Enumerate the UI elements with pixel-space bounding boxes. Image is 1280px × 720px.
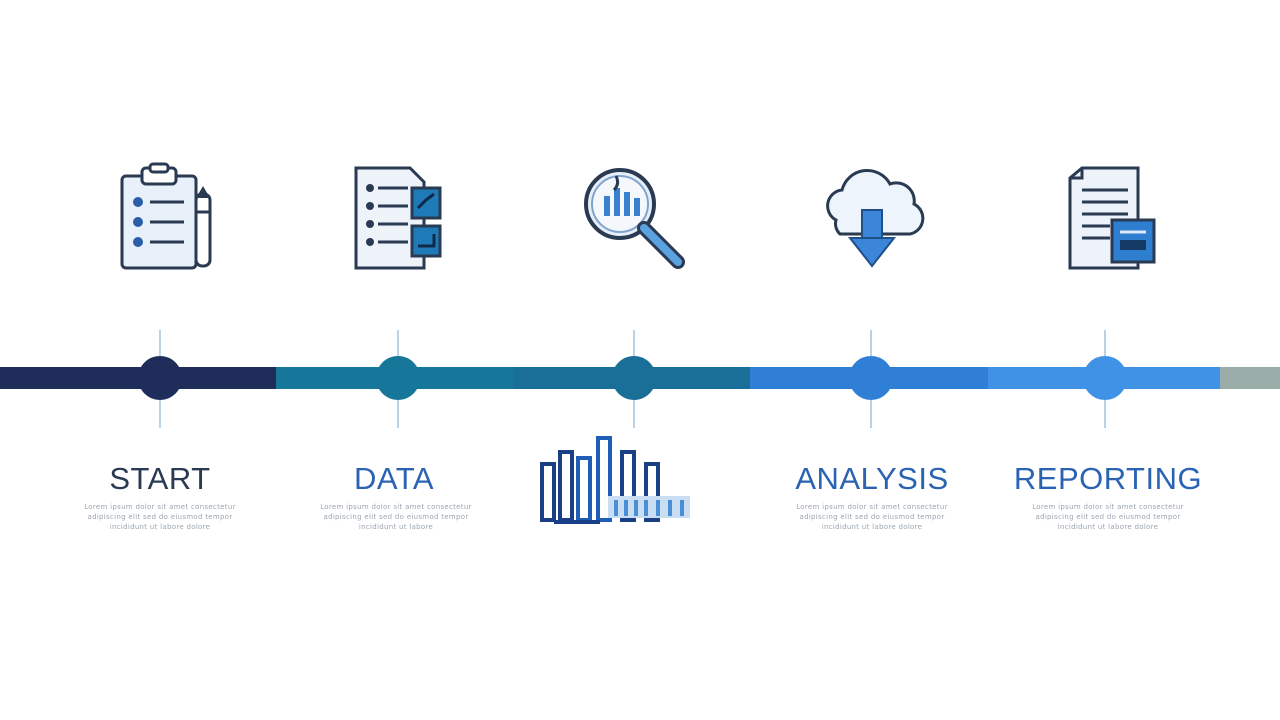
bar-logo-graphic [538,432,698,542]
step-label-data: DATA [353,461,435,496]
description-line: adipiscing elit sed do eiusmod tempor [323,513,469,521]
connector-top [397,330,399,356]
description-line: incididunt ut labore dolore [109,523,211,531]
timeline-node-reporting [1083,356,1127,400]
timeline-node-insight [612,356,656,400]
connector-bottom [159,400,161,428]
description-line: Lorem ipsum dolor sit amet consectetur [84,503,236,511]
timeline-node-analysis [849,356,893,400]
timeline-segment-end [1220,367,1280,389]
description-line: adipiscing elit sed do eiusmod tempor [1035,513,1181,521]
clipboard-checklist-icon [100,158,220,278]
step-label-reporting: REPORTING [1013,461,1203,496]
step-label-analysis: ANALYSIS [795,461,949,496]
step-description-start: Lorem ipsum dolor sit amet consectetur a… [60,502,260,532]
cloud-download-icon [812,158,932,278]
magnifier-icon [574,158,694,278]
checklist-document-icon [338,158,458,278]
connector-top [159,330,161,356]
timeline-node-data [376,356,420,400]
description-line: incididunt ut labore [358,523,434,531]
connector-bottom [1104,400,1106,428]
description-line: incididunt ut labore dolore [1057,523,1159,531]
timeline-node-start [138,356,182,400]
description-line: Lorem ipsum dolor sit amet consectetur [796,503,948,511]
connector-bottom [870,400,872,428]
description-line: adipiscing elit sed do eiusmod tempor [799,513,945,521]
step-label-start: START [109,461,211,496]
step-description-data: Lorem ipsum dolor sit amet consectetur a… [296,502,496,532]
description-line: Lorem ipsum dolor sit amet consectetur [320,503,472,511]
description-line: incididunt ut labore dolore [821,523,923,531]
connector-top [1104,330,1106,356]
description-line: Lorem ipsum dolor sit amet consectetur [1032,503,1184,511]
connector-top [870,330,872,356]
report-document-icon [1050,158,1170,278]
step-description-reporting: Lorem ipsum dolor sit amet consectetur a… [1008,502,1208,532]
description-line: adipiscing elit sed do eiusmod tempor [87,513,233,521]
connector-bottom [633,400,635,428]
step-description-analysis: Lorem ipsum dolor sit amet consectetur a… [772,502,972,532]
connector-bottom [397,400,399,428]
connector-top [633,330,635,356]
